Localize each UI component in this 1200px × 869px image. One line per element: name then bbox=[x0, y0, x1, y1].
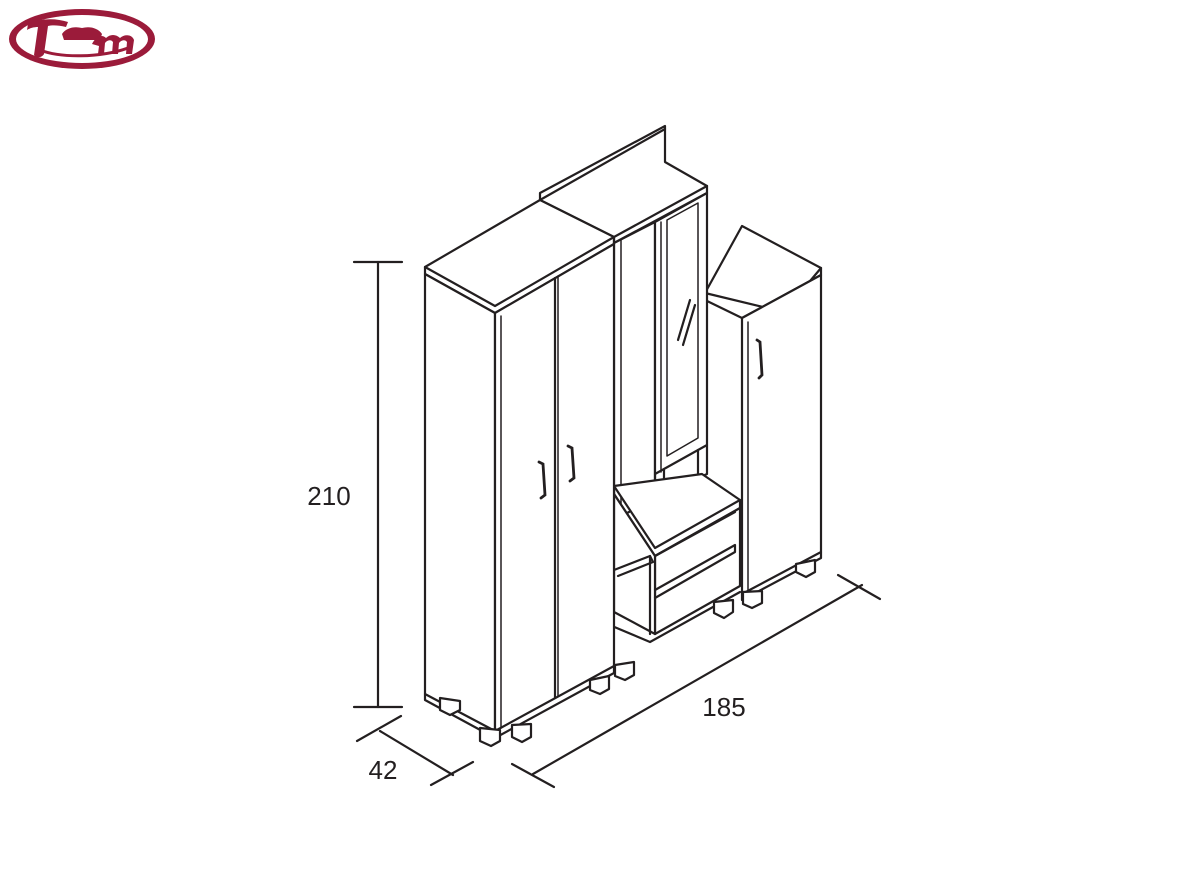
depth-dimension-line bbox=[378, 729, 455, 777]
logo-letter-m bbox=[92, 35, 134, 54]
height-label: 210 bbox=[307, 481, 350, 511]
right-cabinet-foot bbox=[794, 558, 817, 579]
wardrobe-side bbox=[423, 272, 497, 733]
left-wardrobe bbox=[423, 198, 636, 748]
logo-swoosh bbox=[39, 46, 129, 58]
dimension-height: 210 bbox=[307, 260, 404, 709]
center-shelf-unit bbox=[610, 472, 742, 644]
logo-letter-t bbox=[27, 19, 68, 58]
right-door-handle bbox=[566, 444, 576, 483]
center-mirror-unit bbox=[538, 124, 709, 522]
width-dimension-line bbox=[531, 583, 864, 776]
logo-crown-icon bbox=[62, 27, 102, 40]
mirror-glass bbox=[666, 202, 699, 457]
mirror-reflection-icon bbox=[676, 298, 692, 342]
right-cabinet bbox=[703, 224, 823, 610]
width-right-tick bbox=[836, 573, 882, 601]
wardrobe-foot-left bbox=[438, 696, 462, 717]
dimension-width: 185 bbox=[510, 573, 882, 789]
brand-logo bbox=[9, 9, 155, 69]
depth-label: 42 bbox=[369, 755, 398, 785]
depth-front-tick bbox=[429, 760, 475, 787]
back-panel bbox=[612, 220, 657, 522]
dimension-depth: 42 bbox=[355, 714, 475, 787]
shelf-foot bbox=[712, 598, 735, 620]
depth-back-tick bbox=[355, 714, 403, 743]
width-label: 185 bbox=[702, 692, 745, 722]
right-cabinet-door bbox=[740, 273, 823, 596]
left-door-handle bbox=[537, 460, 547, 500]
width-left-tick bbox=[510, 762, 556, 789]
right-cabinet-handle bbox=[755, 338, 764, 380]
wardrobe-foot-front bbox=[478, 726, 502, 748]
